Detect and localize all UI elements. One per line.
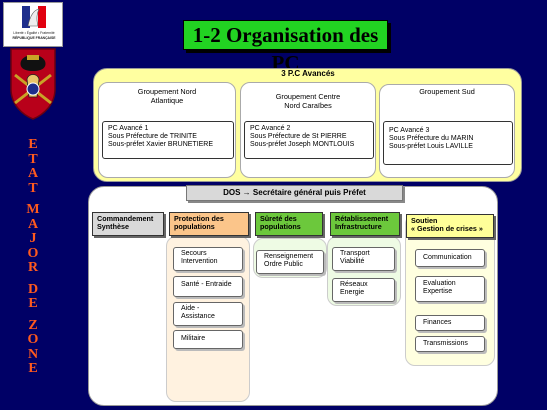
item-aide-assistance: Aide - Assistance [173, 302, 243, 326]
side-letter: M [26, 202, 40, 217]
column-header-surete: Sûreté des populations [255, 212, 323, 236]
pc-avance-3-card: PC Avancé 3 Sous Préfecture du MARIN Sou… [383, 121, 513, 165]
column-header-commandement: Commandement Synthèse [92, 212, 164, 236]
logo-motto: Liberté • Égalité • Fraternité [13, 31, 55, 35]
pc-prefect: Sous-préfet Xavier BRUNETIERE [108, 141, 214, 149]
pc-title: PC Avancé 2 [250, 125, 291, 132]
pc-location: Sous Préfecture de TRINITE [108, 133, 197, 141]
side-letter: D [27, 281, 39, 297]
pc-location: Sous Préfecture du MARIN [389, 135, 474, 143]
pc-title: PC Avancé 3 [389, 127, 430, 134]
group-label: Groupement Centre Nord Caraïbes [275, 92, 341, 110]
item-transmissions: Transmissions [415, 336, 485, 352]
pc-avances-title: 3 P.C Avancés [281, 69, 335, 78]
side-letter: E [28, 137, 38, 152]
zone-emblem-shield-icon [10, 48, 56, 120]
side-letter: A [27, 216, 39, 232]
pc-avance-2-card: PC Avancé 2 Sous Préfecture de St PIERRE… [244, 121, 374, 159]
side-letter: J [29, 231, 37, 246]
page-title: 1-2 Organisation des PC [183, 20, 388, 75]
pc-prefect: Sous-préfet Joseph MONTLOUIS [250, 141, 355, 149]
pc-prefect: Sous-préfet Louis LAVILLE [389, 143, 473, 151]
pc-location: Sous Préfecture de St PIERRE [250, 133, 347, 141]
side-letter: N [27, 346, 39, 362]
republique-francaise-logo: Liberté • Égalité • Fraternité RÉPUBLIQU… [3, 2, 63, 47]
item-evaluation-expertise: Evaluation Expertise [415, 276, 485, 302]
item-sante-entraide: Santé - Entraide [173, 276, 243, 297]
side-letter: O [27, 245, 39, 261]
pc-title: PC Avancé 1 [108, 125, 149, 132]
pc-avance-1-card: PC Avancé 1 Sous Préfecture de TRINITE S… [102, 121, 234, 159]
column-header-soutien: Soutien « Gestion de crises » [406, 214, 494, 238]
marianne-flag-icon [22, 6, 46, 28]
side-letter: T [28, 180, 38, 196]
item-secours-intervention: Secours Intervention [173, 247, 243, 271]
item-reseaux-energie: Réseaux Energie [332, 278, 395, 302]
column-header-protection: Protection des populations [169, 212, 249, 236]
item-militaire: Militaire [173, 330, 243, 349]
logo-republique: RÉPUBLIQUE FRANÇAISE [12, 36, 56, 40]
group-label: Groupement Nord Atlantique [137, 87, 197, 105]
side-letter: E [28, 296, 38, 311]
item-renseignement-ordre-public: Renseignement Ordre Public [256, 250, 324, 274]
item-transport-viabilite: Transport Viabilité [332, 247, 395, 271]
side-letter: E [28, 361, 38, 376]
side-letter: O [27, 332, 39, 347]
column-header-retablissement: Rétablissement Infrastructure [330, 212, 400, 236]
side-letter: T [28, 151, 38, 167]
item-communication: Communication [415, 249, 485, 267]
side-letter: A [27, 166, 39, 181]
item-finances: Finances [415, 315, 485, 331]
side-letter: Z [28, 317, 38, 333]
side-letter: R [27, 260, 39, 275]
dos-title: DOS → Secrétaire général puis Préfet [186, 185, 403, 201]
group-label: Groupement Sud [419, 87, 475, 96]
